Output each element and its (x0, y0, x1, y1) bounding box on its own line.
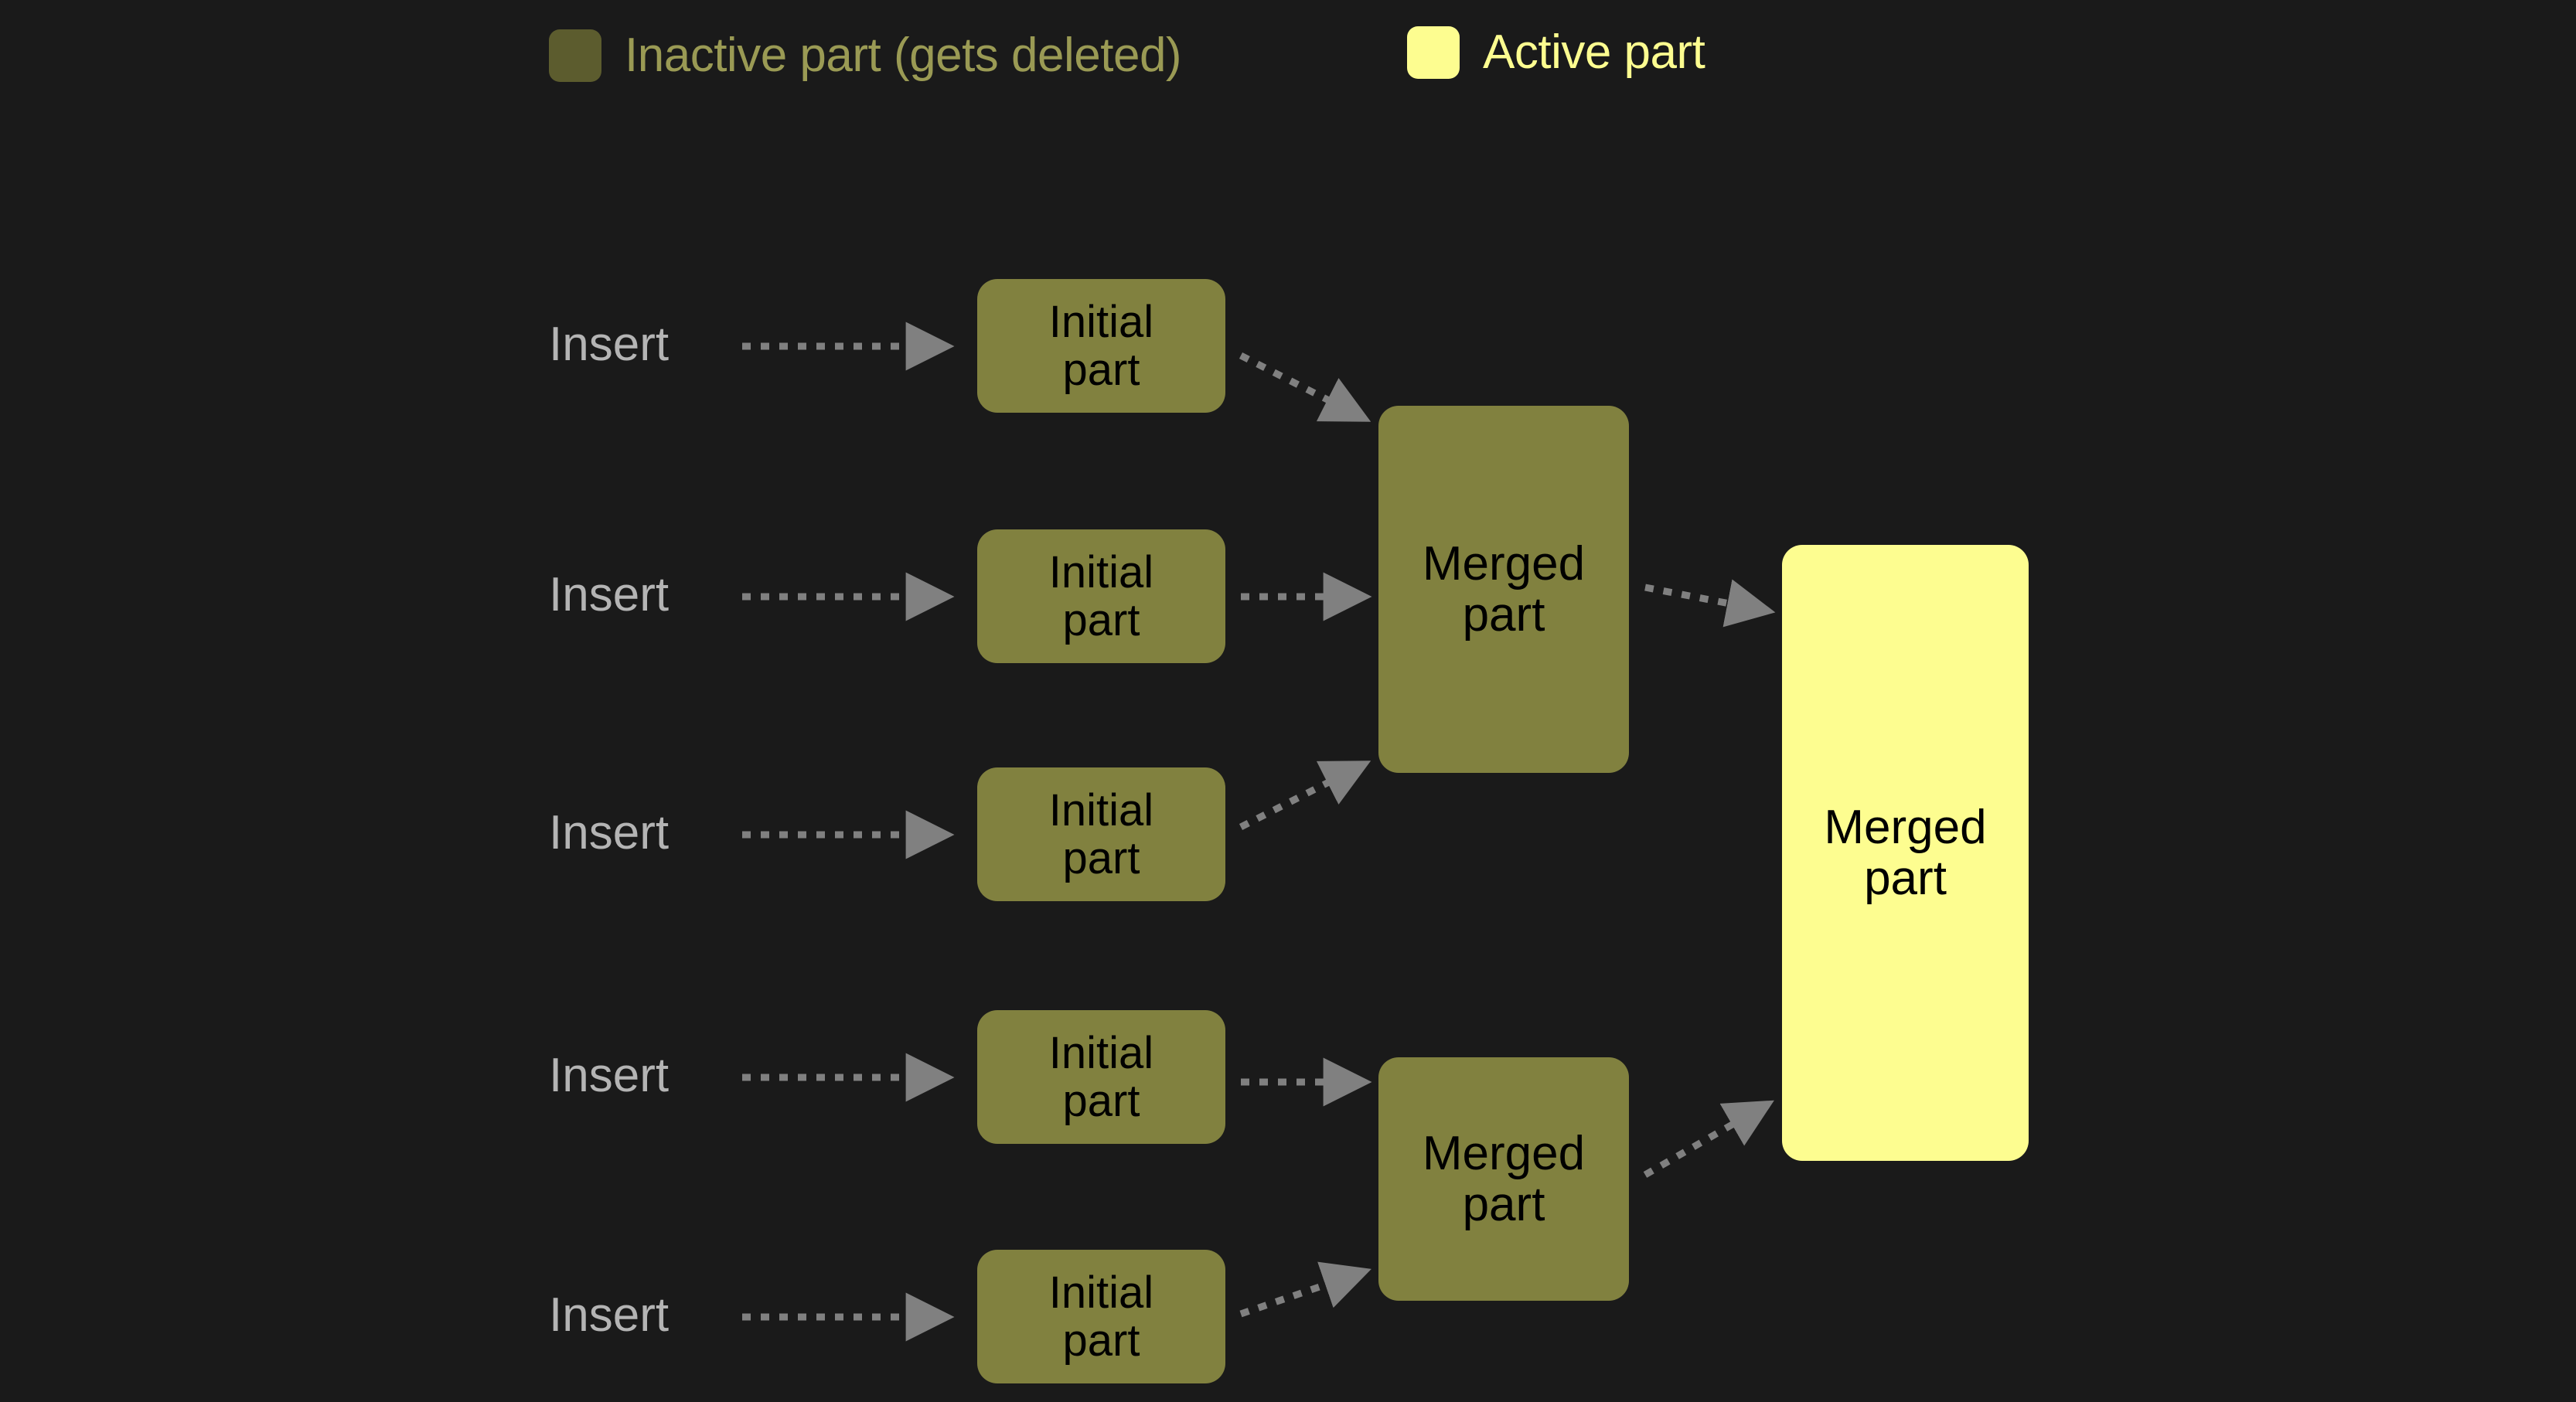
edge-initial-3-to-merged-1 (1239, 761, 1371, 831)
legend-item-inactive: Inactive part (gets deleted) (549, 29, 1182, 82)
node-merged-part-1-line1: Merged (1422, 536, 1586, 590)
node-initial-part-1-line2: part (1062, 344, 1140, 395)
insert-label-2: Insert (549, 568, 670, 621)
node-initial-part-3-line1: Initial (1048, 785, 1154, 836)
node-initial-part-4-line2: part (1062, 1075, 1140, 1126)
node-final-merged-part-line2: part (1864, 851, 1947, 905)
edge-initial-5-to-merged-2 (1239, 1261, 1371, 1318)
node-final-merged-part-line1: Merged (1824, 800, 1987, 854)
node-merged-part-2-line2: part (1462, 1177, 1545, 1231)
node-merged-part-1-line2: part (1462, 587, 1545, 641)
legend-item-active: Active part (1407, 26, 1705, 79)
insert-label-4: Insert (549, 1049, 670, 1102)
node-initial-part-1-line1: Initial (1048, 297, 1154, 348)
legend-label-active: Active part (1483, 26, 1705, 79)
insert-label-3: Insert (549, 806, 670, 859)
edge-merged-2-to-final (1643, 1100, 1774, 1178)
node-initial-part-5-line2: part (1062, 1315, 1140, 1366)
node-initial-part-3-line2: part (1062, 832, 1140, 883)
node-initial-part-2-line1: Initial (1048, 547, 1154, 598)
node-initial-part-5-line1: Initial (1048, 1268, 1154, 1319)
node-merged-part-2-line1: Merged (1422, 1126, 1586, 1180)
edge-initial-1-to-merged-1 (1239, 352, 1371, 422)
active-part-swatch (1407, 26, 1460, 79)
insert-label-5: Insert (549, 1288, 670, 1342)
node-initial-part-4-line1: Initial (1048, 1028, 1154, 1079)
legend: Inactive part (gets deleted) Active part (0, 0, 2576, 108)
edge-merged-1-to-final (1644, 579, 1776, 628)
node-initial-part-2-line2: part (1062, 594, 1140, 645)
legend-label-inactive: Inactive part (gets deleted) (625, 29, 1182, 82)
inactive-part-swatch (549, 29, 601, 82)
insert-label-1: Insert (549, 318, 670, 371)
